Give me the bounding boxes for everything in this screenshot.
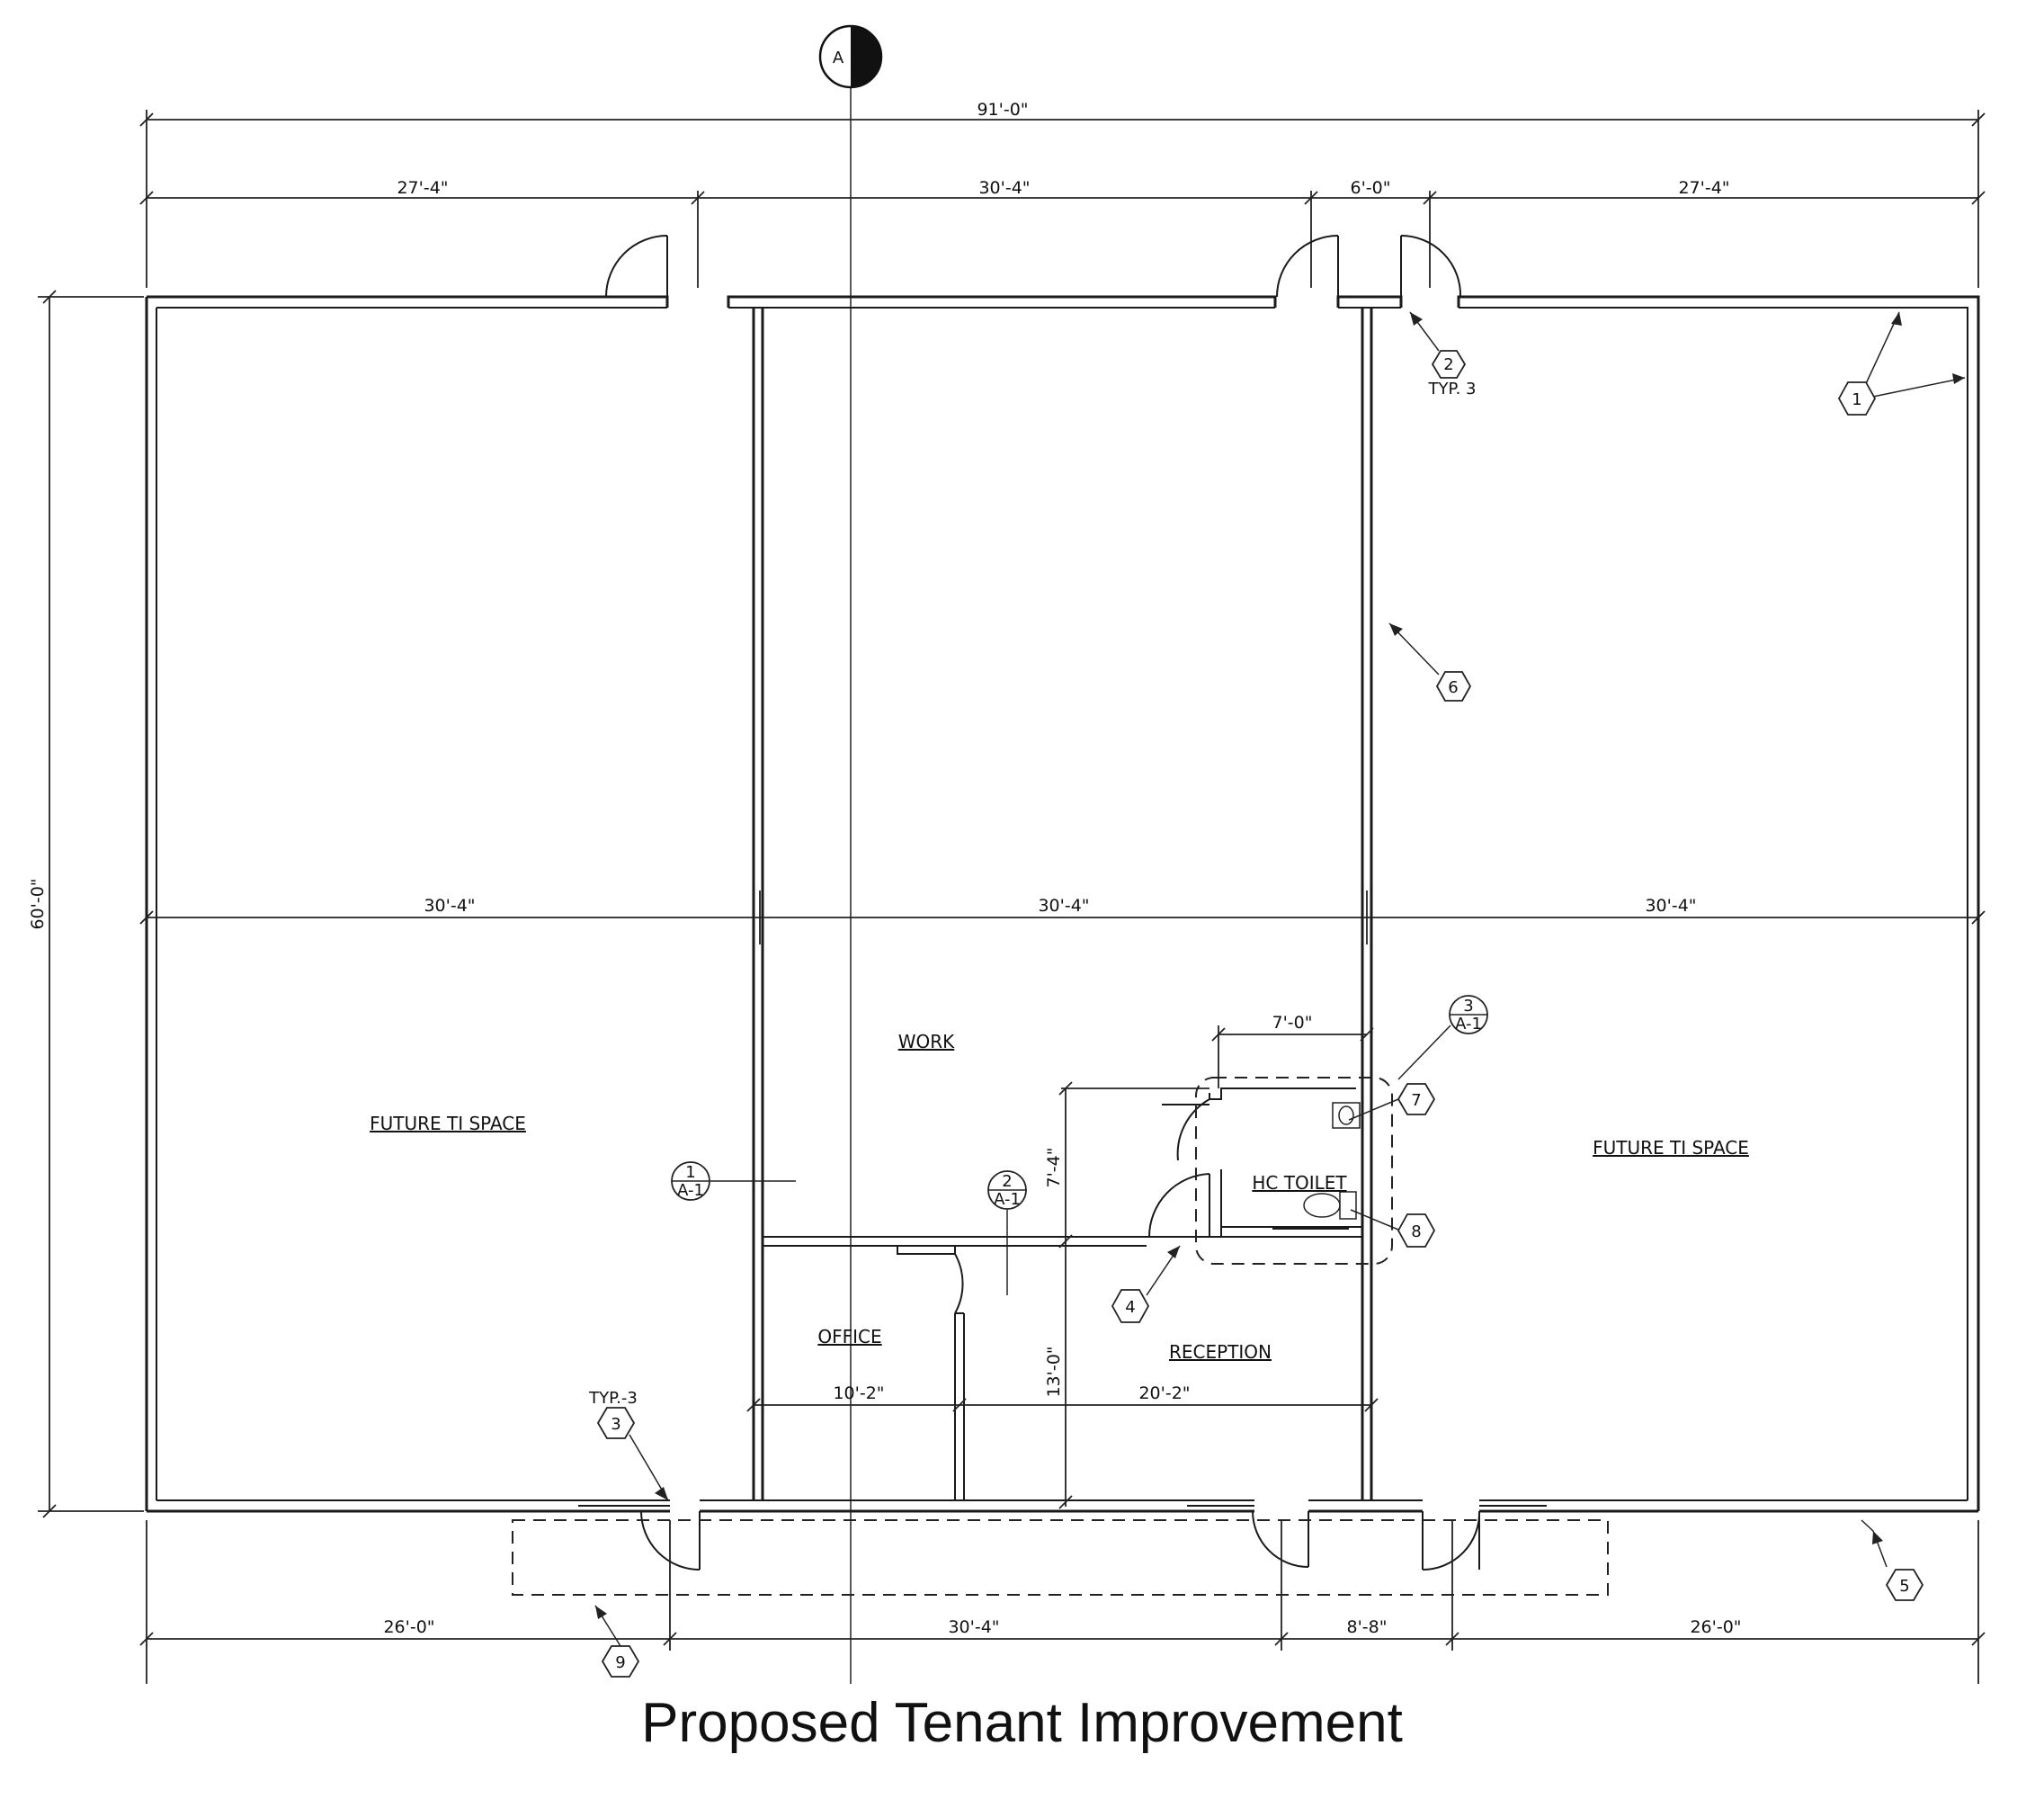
keynote-2-typ: TYP. 3 bbox=[1428, 380, 1477, 398]
dim-mid-2: 30'-4" bbox=[1038, 896, 1089, 916]
keynote-1-label: 1 bbox=[1852, 390, 1861, 409]
keynote-5-label: 5 bbox=[1899, 1577, 1909, 1596]
dim-overall-width-label: 91'-0" bbox=[977, 100, 1028, 120]
keynote-8-label: 8 bbox=[1411, 1222, 1421, 1241]
keynote-6: 6 bbox=[1388, 622, 1472, 702]
keynote-2: 2 TYP. 3 bbox=[1409, 311, 1477, 398]
keynote-6-label: 6 bbox=[1448, 678, 1458, 697]
keynote-4-label: 4 bbox=[1125, 1298, 1135, 1317]
section-ref-2-sheet: A-1 bbox=[994, 1190, 1021, 1209]
keynote-3-label: 3 bbox=[611, 1415, 620, 1434]
top-doors bbox=[604, 235, 1462, 298]
keynote-9: 9 bbox=[594, 1605, 640, 1678]
section-ref-1-number: 1 bbox=[685, 1163, 695, 1182]
demising-walls bbox=[752, 308, 1373, 1500]
dim-top-2: 30'-4" bbox=[978, 178, 1030, 198]
room-labels: FUTURE TI SPACE FUTURE TI SPACE WORK OFF… bbox=[370, 1031, 1749, 1363]
section-ref-3-number: 3 bbox=[1463, 997, 1473, 1016]
dim-bottom-2: 30'-4" bbox=[948, 1617, 999, 1637]
keynote-2-label: 2 bbox=[1443, 355, 1453, 374]
dim-top-row: 27'-4" 30'-4" 6'-0" 27'-4" bbox=[139, 178, 1986, 288]
dim-reception-width: 20'-2" bbox=[1138, 1383, 1190, 1403]
dim-top-1: 27'-4" bbox=[397, 178, 448, 198]
interior-partitions bbox=[763, 1077, 1393, 1500]
drawing-title: Proposed Tenant Improvement bbox=[641, 1692, 1403, 1754]
dim-top-3: 6'-0" bbox=[1351, 178, 1391, 198]
dim-mid-3: 30'-4" bbox=[1645, 896, 1696, 916]
dim-office-width: 10'-2" bbox=[833, 1383, 884, 1403]
room-future-left: FUTURE TI SPACE bbox=[370, 1113, 526, 1134]
dim-toilet-width: 7'-0" bbox=[1272, 1013, 1313, 1033]
exterior-walls bbox=[145, 295, 1980, 1513]
section-marker-letter: A bbox=[833, 49, 844, 67]
dim-bottom-1: 26'-0" bbox=[383, 1617, 434, 1637]
dim-bottom-4: 26'-0" bbox=[1690, 1617, 1741, 1637]
dim-overall-depth-label: 60'-0" bbox=[28, 878, 48, 929]
section-ref-3: 3 A-1 bbox=[1397, 995, 1488, 1080]
keynote-9-label: 9 bbox=[615, 1653, 625, 1672]
keynote-5: 5 bbox=[1861, 1519, 1924, 1601]
keynote-8: 8 bbox=[1350, 1209, 1436, 1248]
dim-mid-row: 30'-4" 30'-4" 30'-4" bbox=[139, 891, 1986, 944]
dim-reception-upper: 7'-4" bbox=[1044, 1148, 1064, 1188]
section-marker: A bbox=[818, 24, 883, 1684]
keynote-1: 1 bbox=[1837, 311, 1966, 416]
room-future-right: FUTURE TI SPACE bbox=[1593, 1137, 1749, 1159]
keynote-4: 4 bbox=[1111, 1245, 1181, 1323]
room-reception: RECEPTION bbox=[1169, 1341, 1272, 1363]
keynote-7: 7 bbox=[1348, 1083, 1436, 1121]
section-ref-2: 2 A-1 bbox=[987, 1170, 1027, 1295]
keynote-7-label: 7 bbox=[1411, 1091, 1421, 1110]
dim-bottom-row: 26'-0" 30'-4" 8'-8" 26'-0" bbox=[139, 1520, 1986, 1684]
dim-reception-lower: 13'-0" bbox=[1044, 1346, 1064, 1397]
interior-dims: 7'-0" 7'-4" 13'-0" 10'-2" 20'-2" bbox=[746, 1013, 1379, 1509]
room-work: WORK bbox=[898, 1031, 955, 1052]
section-ref-1-sheet: A-1 bbox=[677, 1181, 704, 1200]
keynote-3-typ: TYP.-3 bbox=[588, 1389, 638, 1408]
dim-mid-1: 30'-4" bbox=[424, 896, 475, 916]
section-ref-3-sheet: A-1 bbox=[1455, 1015, 1482, 1034]
dim-top-4: 27'-4" bbox=[1678, 178, 1729, 198]
dim-overall-depth: 60'-0" bbox=[28, 290, 144, 1518]
dim-bottom-3: 8'-8" bbox=[1347, 1617, 1388, 1637]
bottom-doors bbox=[512, 1510, 1609, 1596]
room-office: OFFICE bbox=[817, 1326, 881, 1347]
section-ref-2-number: 2 bbox=[1002, 1172, 1012, 1191]
room-toilet: HC TOILET bbox=[1252, 1172, 1347, 1194]
section-ref-1: 1 A-1 bbox=[671, 1161, 796, 1201]
keynote-3: 3 TYP.-3 bbox=[588, 1389, 669, 1501]
